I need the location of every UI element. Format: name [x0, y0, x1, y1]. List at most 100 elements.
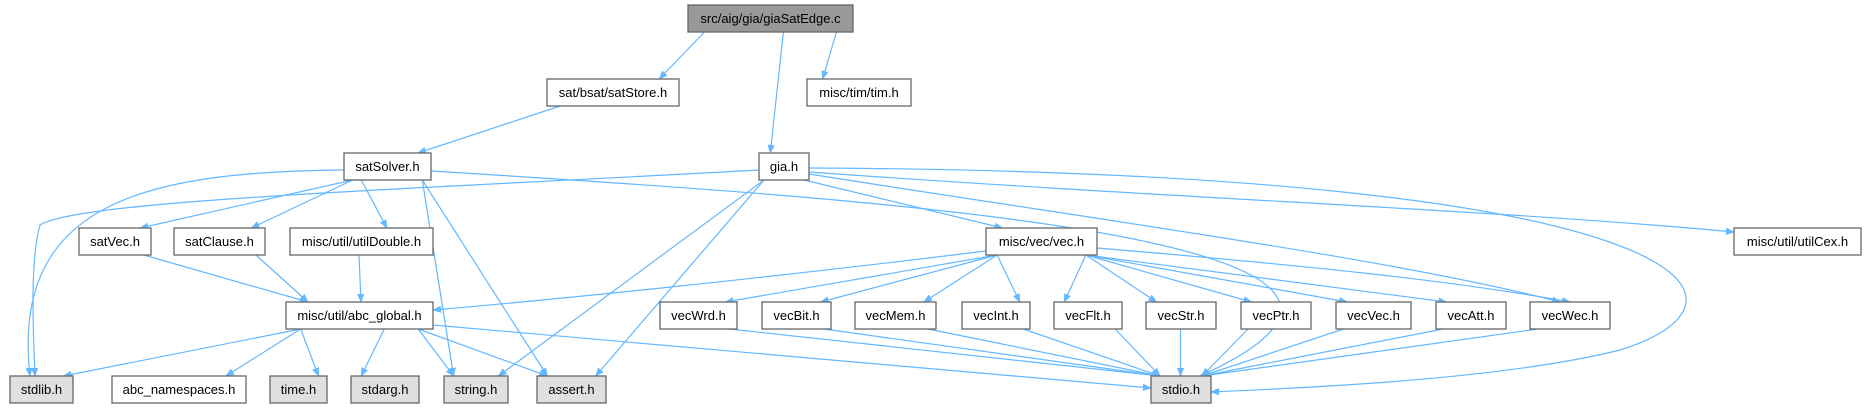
- node-satvec-h[interactable]: satVec.h: [78, 227, 152, 256]
- node-box: [111, 375, 247, 404]
- edge-gia-to-stdlib: [31, 169, 760, 377]
- edge-gia-to-vecWec: [808, 173, 1561, 304]
- edge-vec-to-vecPtr: [1085, 254, 1253, 304]
- node-vecmem-h[interactable]: vecMem.h: [854, 301, 937, 330]
- node-box: [1240, 301, 1312, 330]
- edge-vecInt-to-stdio: [1023, 328, 1161, 377]
- edge-satSolver-to-satVec: [139, 179, 353, 230]
- edges: [25, 31, 1735, 396]
- node-box: [546, 78, 680, 107]
- node-box: [9, 375, 74, 404]
- edge-vec-to-vecFlt: [1063, 254, 1087, 303]
- node-label: src/aig/gia/giaSatEdge.c: [700, 11, 841, 26]
- node-stdio-h[interactable]: stdio.h: [1150, 375, 1212, 404]
- node-misc-vec-vec-h[interactable]: misc/vec/vec.h: [985, 227, 1098, 256]
- node-box: [78, 227, 152, 256]
- node-misc-util-utildouble-h[interactable]: misc/util/utilDouble.h: [289, 227, 434, 256]
- node-vecwrd-h[interactable]: vecWrd.h: [659, 301, 738, 330]
- node-box: [1529, 301, 1611, 330]
- node-box: [687, 4, 854, 33]
- node-label: assert.h: [548, 382, 594, 397]
- node-box: [289, 227, 434, 256]
- node-stdlib-h[interactable]: stdlib.h: [9, 375, 74, 404]
- edge-vec-to-vecWec: [1096, 247, 1571, 305]
- node-label: gia.h: [770, 159, 798, 174]
- edge-abcGlobal-to-string: [417, 328, 455, 377]
- edge-utilDouble-to-abcGlobal: [357, 254, 365, 303]
- node-label: vecInt.h: [973, 308, 1019, 323]
- edge-root-to-satStore: [658, 31, 705, 80]
- edge-vecMem-to-stdio: [927, 328, 1161, 378]
- node-vecint-h[interactable]: vecInt.h: [961, 301, 1031, 330]
- node-satclause-h[interactable]: satClause.h: [173, 227, 266, 256]
- node-label: vecVec.h: [1347, 308, 1400, 323]
- node-label: vecWrd.h: [671, 308, 726, 323]
- edge-vec-to-vecInt: [996, 254, 1021, 303]
- node-label: vecFlt.h: [1065, 308, 1111, 323]
- node-label: misc/util/abc_global.h: [297, 308, 421, 323]
- node-box: [659, 301, 738, 330]
- edge-satClause-to-abcGlobal: [255, 254, 309, 303]
- node-misc-util-utilcex-h[interactable]: misc/util/utilCex.h: [1733, 227, 1862, 256]
- node-vecptr-h[interactable]: vecPtr.h: [1240, 301, 1312, 330]
- node-box: [285, 301, 434, 330]
- node-label: vecMem.h: [866, 308, 926, 323]
- node-vecatt-h[interactable]: vecAtt.h: [1435, 301, 1507, 330]
- node-box: [854, 301, 937, 330]
- node-box: [269, 375, 328, 404]
- edge-gia-to-string: [497, 179, 765, 377]
- node-box: [806, 78, 912, 107]
- node-vecflt-h[interactable]: vecFlt.h: [1053, 301, 1123, 330]
- node-vecbit-h[interactable]: vecBit.h: [761, 301, 832, 330]
- node-stdarg-h[interactable]: stdarg.h: [350, 375, 420, 404]
- node-misc-util-abc-global-h[interactable]: misc/util/abc_global.h: [285, 301, 434, 330]
- edge-gia-to-vec: [803, 179, 1004, 230]
- node-label: stdarg.h: [362, 382, 409, 397]
- node-gia-h[interactable]: gia.h: [758, 152, 810, 181]
- node-label: stdio.h: [1162, 382, 1200, 397]
- edge-vecPtr-to-stdio: [1201, 328, 1249, 377]
- node-src-aig-gia-giasatedge-c[interactable]: src/aig/gia/giaSatEdge.c: [687, 4, 854, 33]
- edge-satSolver-to-satClause: [250, 179, 353, 229]
- node-box: [1150, 375, 1212, 404]
- edge-abcGlobal-to-stdarg: [360, 328, 385, 377]
- node-vecvec-h[interactable]: vecVec.h: [1335, 301, 1412, 330]
- edge-gia-to-assert: [595, 179, 765, 377]
- edge-vecWrd-to-stdio: [729, 328, 1161, 379]
- node-label: abc_namespaces.h: [123, 382, 236, 397]
- node-label: time.h: [281, 382, 316, 397]
- node-sat-bsat-satstore-h[interactable]: sat/bsat/satStore.h: [546, 78, 680, 107]
- edge-abcGlobal-to-assert: [418, 328, 549, 377]
- node-time-h[interactable]: time.h: [269, 375, 328, 404]
- node-vecstr-h[interactable]: vecStr.h: [1145, 301, 1217, 330]
- edge-gia-to-stdio: [808, 167, 1687, 396]
- node-label: misc/tim/tim.h: [819, 85, 898, 100]
- edge-root-to-gia: [767, 31, 785, 154]
- node-box: [1053, 301, 1123, 330]
- node-label: vecWec.h: [1542, 308, 1599, 323]
- edge-vecWec-to-stdio: [1201, 328, 1539, 379]
- node-label: vecBit.h: [773, 308, 819, 323]
- node-vecwec-h[interactable]: vecWec.h: [1529, 301, 1611, 330]
- node-label: sat/bsat/satStore.h: [559, 85, 667, 100]
- node-label: misc/vec/vec.h: [999, 234, 1084, 249]
- edge-satSolver-to-stdlib: [25, 169, 345, 377]
- edge-vec-to-vecBit: [819, 254, 998, 304]
- node-assert-h[interactable]: assert.h: [536, 375, 607, 404]
- node-string-h[interactable]: string.h: [443, 375, 509, 404]
- node-box: [961, 301, 1031, 330]
- edge-satStore-to-satSolver: [417, 105, 561, 154]
- node-label: satClause.h: [185, 234, 254, 249]
- edge-vec-to-abcGlobal: [432, 250, 987, 313]
- edge-satSolver-to-string: [421, 179, 456, 377]
- node-abc-namespaces-h[interactable]: abc_namespaces.h: [111, 375, 247, 404]
- node-misc-tim-tim-h[interactable]: misc/tim/tim.h: [806, 78, 912, 107]
- edge-abcGlobal-to-stdlib: [62, 328, 301, 378]
- node-label: satVec.h: [90, 234, 140, 249]
- node-satsolver-h[interactable]: satSolver.h: [343, 152, 432, 181]
- node-label: vecPtr.h: [1253, 308, 1300, 323]
- edge-root-to-tim: [821, 31, 838, 80]
- node-box: [443, 375, 509, 404]
- edge-satSolver-to-utilDouble: [360, 179, 388, 229]
